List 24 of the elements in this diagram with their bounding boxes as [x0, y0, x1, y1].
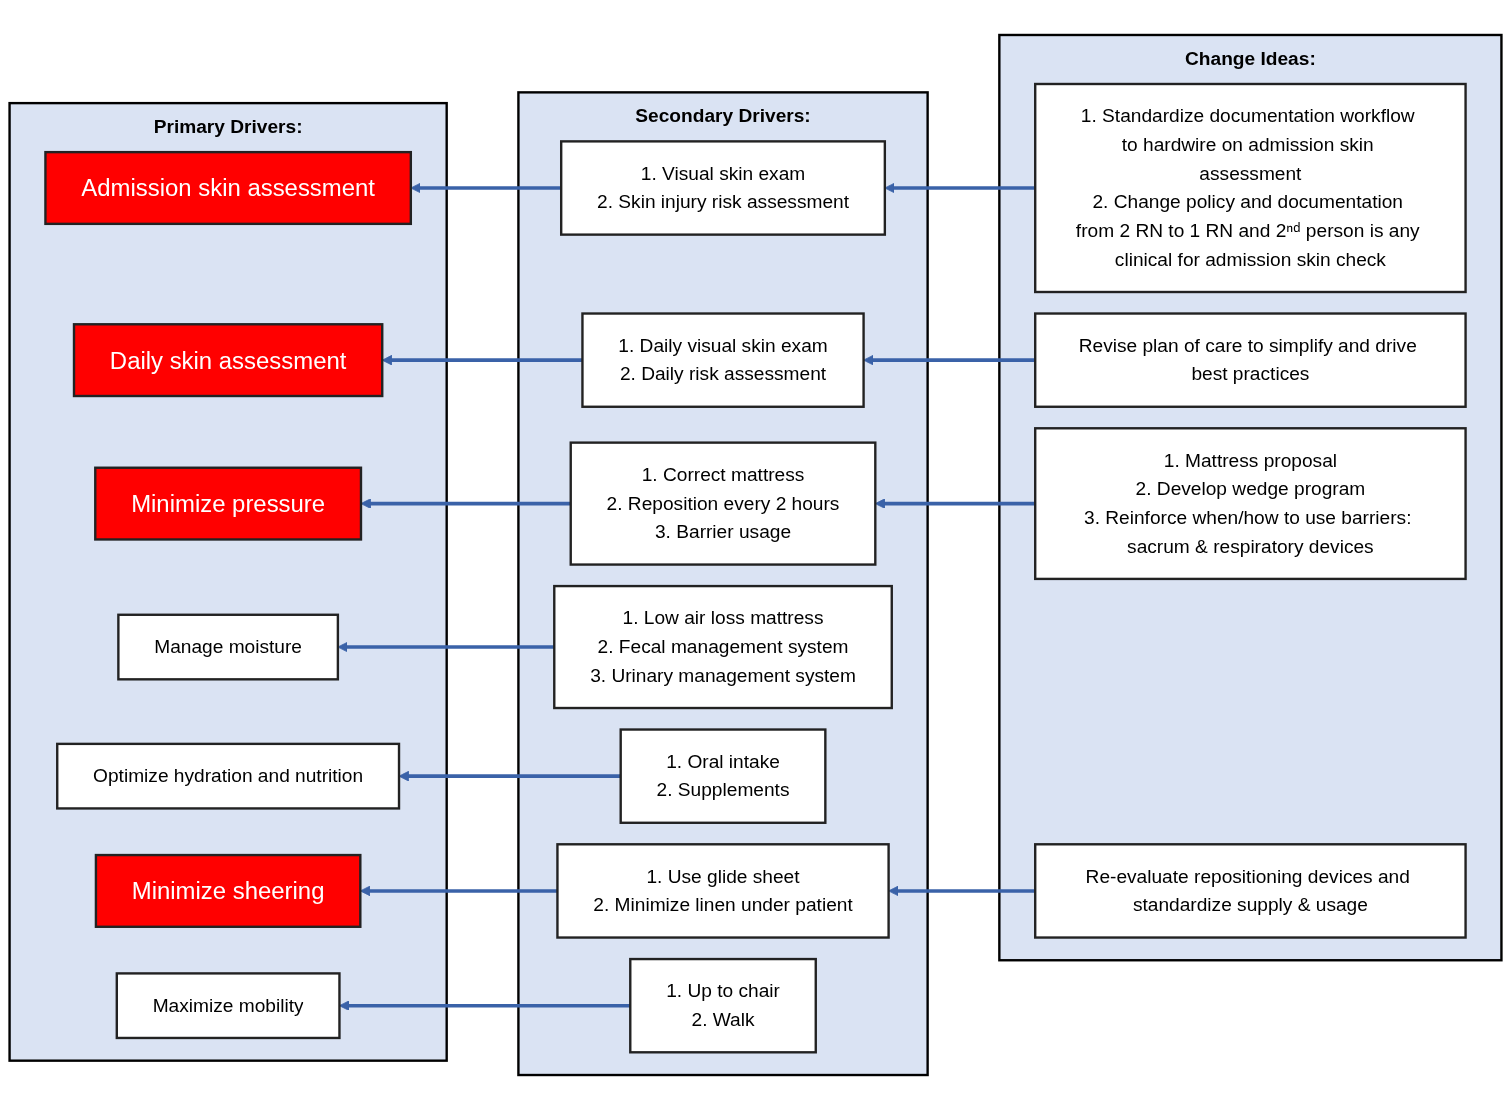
node-box: 1. Daily visual skin exam 2. Daily risk assessment — [581, 312, 865, 408]
node-box: Manage moisture — [117, 613, 340, 681]
node-box: Minimize sheering — [94, 853, 362, 928]
arrow — [410, 182, 562, 194]
node-box: 1. Visual skin exam 2. Skin injury risk assessment — [560, 140, 887, 236]
node-box: 1. Oral intake 2. Supplements — [619, 728, 827, 824]
node-box: Daily skin assessment — [72, 323, 384, 398]
node-box: Re-evaluate repositioning devices and standardize supply & usage — [1034, 843, 1467, 939]
node-box: 1. Use glide sheet 2. Minimize linen under patient — [556, 843, 890, 939]
arrow — [360, 498, 571, 509]
node-box: Optimize hydration and nutrition — [56, 742, 401, 810]
node-box: Maximize mobility — [115, 972, 341, 1040]
node-box: Minimize pressure — [94, 466, 363, 541]
node-box: 1. Standardize documentation workflow to hardwire on admission skin assessment 2. Change policy and documentation from 2 RN to 1 RN and 2ⁿᵈ person is any clinical for admission skin check — [1034, 82, 1467, 294]
node-box: 1. Low air loss mattress 2. Fecal management system 3. Urinary management system — [553, 584, 893, 710]
node-box: Admission skin assessment — [44, 150, 412, 226]
node-box: 1. Mattress proposal 2. Develop wedge program 3. Reinforce when/how to use barriers: sacrum & respiratory devices — [1034, 427, 1467, 581]
arrow — [337, 641, 555, 653]
node-box: 1. Correct mattress 2. Reposition every 2 hours 3. Barrier usage — [569, 441, 877, 566]
arrow — [884, 182, 1036, 194]
node-box: Revise plan of care to simplify and drive best practices — [1034, 312, 1467, 408]
node-box: 1. Up to chair 2. Walk — [629, 957, 817, 1054]
arrow — [863, 354, 1036, 366]
arrow — [888, 885, 1036, 897]
